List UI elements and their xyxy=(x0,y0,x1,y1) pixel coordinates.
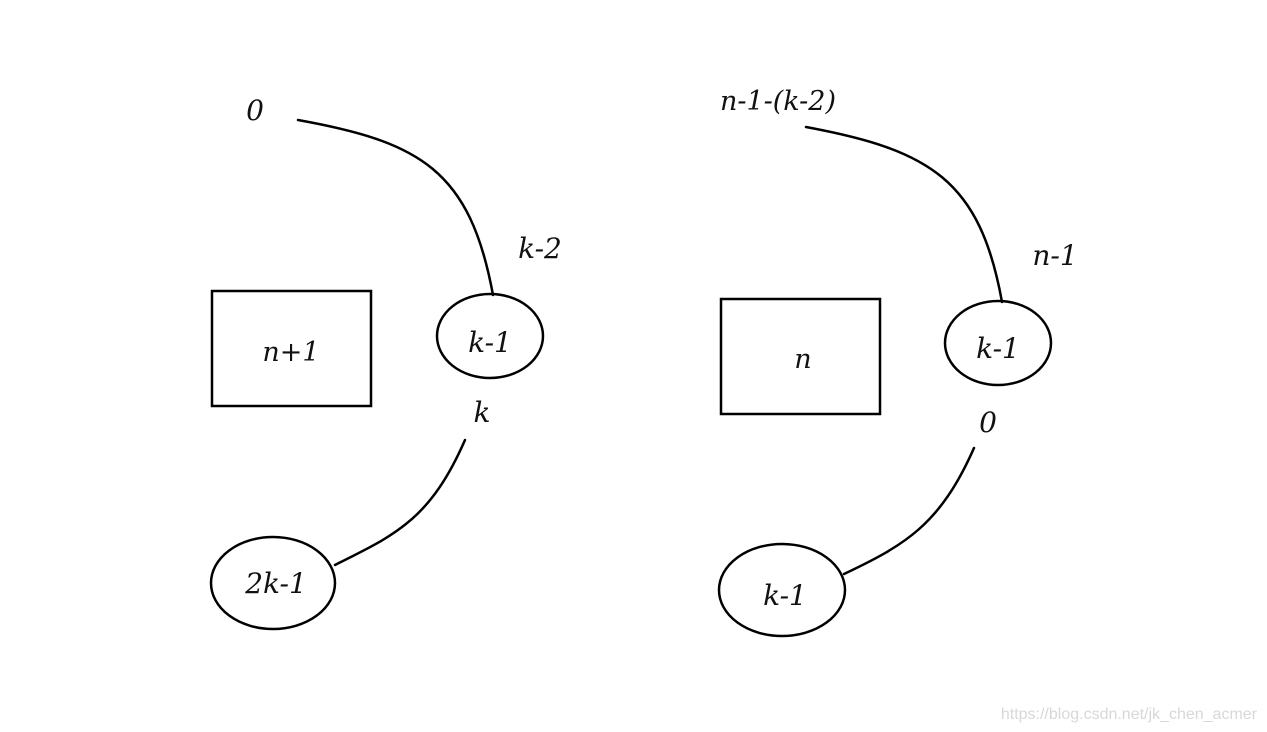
left-start-label: 0 xyxy=(246,94,264,127)
left-upper-edge-label: k-2 xyxy=(518,232,562,265)
left-upper-edge xyxy=(296,118,495,297)
left-diagram: n+1 0 k-2 k-1 k 2k-1 xyxy=(209,94,562,631)
right-box-label: n xyxy=(794,344,811,375)
right-start-label: n-1-(k-2) xyxy=(720,86,836,117)
left-lower-edge-label: k xyxy=(474,396,491,429)
left-top-node xyxy=(435,292,545,380)
left-bottom-node-label: 2k-1 xyxy=(244,567,307,600)
right-box xyxy=(719,297,882,416)
right-top-node-label: k-1 xyxy=(976,332,1020,365)
right-diagram: n n-1-(k-2) n-1 k-1 0 k-1 xyxy=(717,86,1078,638)
left-bottom-node xyxy=(209,535,337,631)
right-bottom-node-label: k-1 xyxy=(763,579,807,612)
left-box-label: n+1 xyxy=(262,337,319,368)
right-upper-edge-label: n-1 xyxy=(1032,239,1077,272)
left-lower-edge xyxy=(333,438,467,567)
right-bottom-node xyxy=(717,542,847,638)
right-upper-edge xyxy=(804,125,1004,304)
right-top-node xyxy=(943,299,1053,387)
left-box xyxy=(210,289,373,408)
watermark: https://blog.csdn.net/jk_chen_acmer xyxy=(1000,706,1257,723)
right-lower-edge-label: 0 xyxy=(979,406,997,439)
right-lower-edge xyxy=(842,446,976,576)
left-top-node-label: k-1 xyxy=(468,326,512,359)
